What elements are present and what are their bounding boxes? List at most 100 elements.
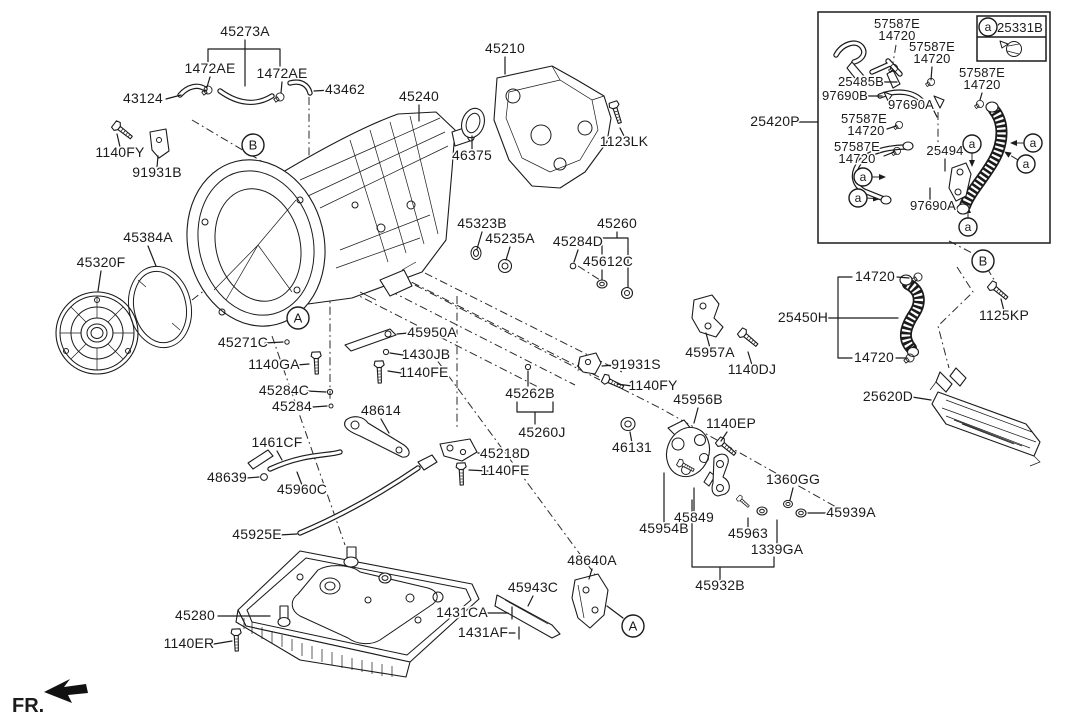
assembly-axis-lines — [191, 44, 1024, 577]
part-label-1140DJ: 1140DJ — [728, 361, 776, 377]
fr-direction-arrow-icon — [44, 679, 88, 703]
part-label-91931B: 91931B — [132, 164, 181, 180]
part-label-43124: 43124 — [123, 90, 163, 106]
callout-B: B — [241, 133, 265, 157]
part-label-45612C: 45612C — [583, 253, 633, 269]
part-label-57587E: 57587E — [874, 16, 920, 31]
part-label-45260: 45260 — [597, 215, 637, 231]
part-label-45262B: 45262B — [505, 385, 554, 401]
callout-a: a — [978, 17, 998, 37]
part-label-45384A: 45384A — [123, 229, 173, 245]
fr-label: FR. — [12, 695, 44, 717]
part-label-1472AE: 1472AE — [184, 60, 235, 76]
callout-A: A — [286, 306, 310, 330]
svg-text:a: a — [965, 220, 972, 234]
part-label-91931S: 91931S — [611, 356, 660, 372]
part-label-45271C: 45271C — [218, 334, 268, 350]
part-label-45939A: 45939A — [826, 504, 876, 520]
part-label-14720: 14720 — [878, 28, 915, 43]
part-label-45957A: 45957A — [685, 344, 735, 360]
part-label-1123LK: 1123LK — [600, 133, 649, 149]
torque-converter-drawing — [55, 291, 139, 375]
part-label-1339GA: 1339GA — [751, 541, 804, 557]
part-label-48639: 48639 — [207, 469, 247, 485]
part-label-1140GA: 1140GA — [248, 356, 300, 372]
callout-B: B — [971, 249, 995, 273]
hose-assembly-detail-box — [817, 11, 1051, 244]
part-label-1140FE: 1140FE — [399, 364, 448, 380]
svg-text:a: a — [1030, 136, 1037, 150]
callout-a: a — [848, 188, 868, 208]
part-label-25420P: 25420P — [750, 113, 799, 129]
part-label-43462: 43462 — [325, 81, 365, 97]
part-label-25450H: 25450H — [778, 309, 828, 325]
part-label-1140FE: 1140FE — [480, 462, 529, 478]
oil-pan-drawing — [230, 546, 480, 678]
part-label-45960C: 45960C — [277, 481, 327, 497]
water-hose-drawing — [899, 272, 925, 364]
svg-text:a: a — [985, 20, 992, 34]
parts-drawings — [55, 40, 1041, 678]
part-label-45235A: 45235A — [485, 230, 535, 246]
part-label-14720: 14720 — [854, 349, 894, 365]
part-label-45950A: 45950A — [407, 324, 457, 340]
svg-text:a: a — [860, 170, 867, 184]
svg-text:A: A — [629, 619, 638, 634]
snap-ring-drawing — [128, 265, 192, 349]
part-label-25620D: 25620D — [863, 388, 913, 404]
part-label-1430JB: 1430JB — [402, 346, 451, 362]
inhibitor-switch-drawing — [665, 419, 807, 518]
part-label-1140EP: 1140EP — [706, 415, 756, 431]
svg-text:a: a — [855, 191, 862, 205]
part-label-45210: 45210 — [485, 40, 525, 56]
svg-text:a: a — [1023, 157, 1030, 171]
part-label-46131: 46131 — [612, 439, 652, 455]
part-label-14720: 14720 — [838, 151, 875, 166]
vacuum-hoses-drawing — [177, 79, 313, 105]
part-label-1140ER: 1140ER — [164, 635, 215, 651]
part-label-57587E: 57587E — [834, 139, 880, 154]
shift-control-drawing — [247, 416, 609, 640]
part-label-45943C: 45943C — [508, 579, 558, 595]
part-label-48614: 48614 — [361, 402, 401, 418]
part-label-45963: 45963 — [728, 525, 768, 541]
svg-text:A: A — [294, 311, 303, 326]
part-label-45320F: 45320F — [77, 254, 126, 270]
transmission-drawing — [186, 111, 476, 327]
part-label-97690B: 97690B — [822, 88, 868, 103]
center-small-parts-drawing — [284, 246, 636, 432]
part-label-46375: 46375 — [452, 147, 492, 163]
part-label-45240: 45240 — [399, 88, 439, 104]
part-label-14720: 14720 — [847, 123, 884, 138]
svg-text:B: B — [249, 138, 258, 153]
part-label-57587E: 57587E — [841, 111, 887, 126]
callout-a: a — [962, 134, 982, 154]
part-label-1360GG: 1360GG — [766, 471, 820, 487]
part-label-45954B: 45954B — [639, 520, 688, 536]
part-label-1431CA: 1431CA — [436, 604, 488, 620]
part-label-1431AF: 1431AF — [458, 624, 508, 640]
part-label-45284D: 45284D — [553, 233, 603, 249]
hose-clamp-icon — [999, 40, 1022, 57]
svg-text:B: B — [979, 254, 988, 269]
callout-a: a — [958, 217, 978, 237]
part-label-45956B: 45956B — [673, 391, 722, 407]
part-label-45284C: 45284C — [259, 382, 309, 398]
part-label-1140FY: 1140FY — [628, 377, 678, 393]
oil-seal-drawing — [461, 107, 485, 139]
callout-a: a — [853, 167, 873, 187]
part-label-97690A: 97690A — [910, 198, 956, 213]
part-label-25485B: 25485B — [838, 74, 884, 89]
bracket-91931b-drawing — [110, 119, 170, 159]
part-label-1461CF: 1461CF — [251, 434, 302, 450]
part-label-97690A: 97690A — [888, 97, 934, 112]
support-brackets-drawing — [577, 294, 761, 393]
part-label-45849: 45849 — [674, 509, 714, 525]
part-label-25494: 25494 — [926, 143, 963, 158]
part-label-1125KP: 1125KP — [979, 307, 1029, 323]
part-label-45280: 45280 — [175, 607, 215, 623]
fr-indicator: FR. — [11, 679, 88, 719]
